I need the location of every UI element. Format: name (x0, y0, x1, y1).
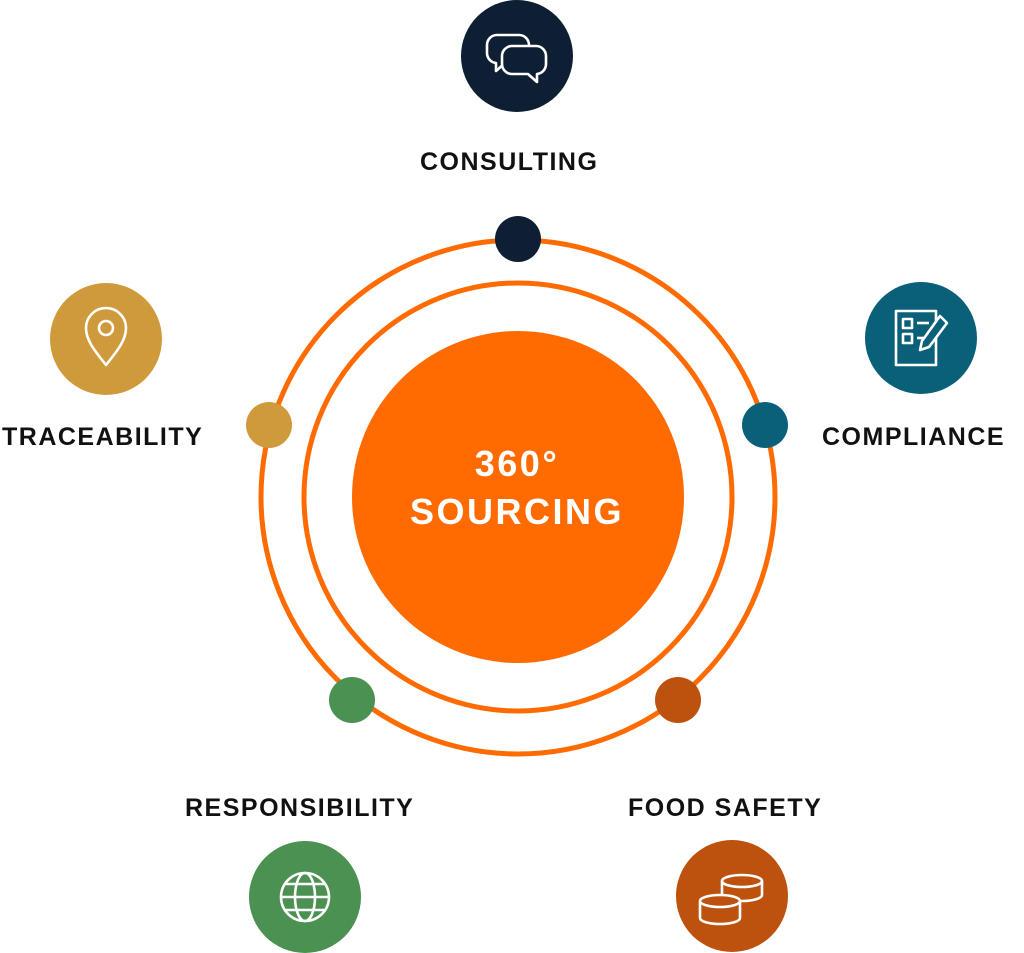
cans-icon (698, 873, 764, 926)
center-title-line1: 360° (474, 443, 560, 484)
center-title-line2: SOURCING (409, 491, 624, 532)
chat-bubbles-icon (485, 33, 548, 84)
location-pin-icon (84, 306, 128, 367)
consulting-label: CONSULTING (420, 148, 599, 176)
responsibility-badge (249, 841, 361, 953)
food-safety-badge (676, 840, 788, 952)
food-safety-dot (655, 677, 701, 723)
center-title: 360° SOURCING (352, 440, 682, 536)
center-hub (352, 331, 684, 663)
responsibility-label: RESPONSIBILITY (185, 794, 415, 822)
traceability-badge (50, 283, 162, 395)
food-safety-label: FOOD SAFETY (628, 794, 823, 822)
compliance-badge (865, 282, 977, 394)
traceability-label: TRACEABILITY (2, 423, 204, 451)
compliance-label: COMPLIANCE (822, 423, 1006, 451)
checklist-pencil-icon (894, 309, 949, 367)
inner-ring (301, 280, 735, 714)
responsibility-dot (329, 677, 375, 723)
consulting-badge (461, 0, 573, 112)
compliance-dot (742, 402, 788, 448)
traceability-dot (246, 402, 292, 448)
consulting-dot (495, 216, 541, 262)
globe-icon (279, 871, 331, 923)
